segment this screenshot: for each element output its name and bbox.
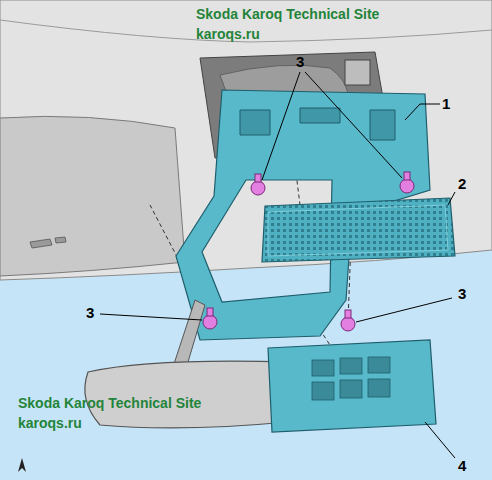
frame-mount xyxy=(240,108,395,140)
speaker-grille xyxy=(262,198,455,262)
rear-view-mirror xyxy=(85,361,297,428)
panel-buttons xyxy=(312,357,390,400)
callout-number: 3 xyxy=(296,54,304,71)
callout-number: 2 xyxy=(458,176,466,193)
callout-number: 3 xyxy=(86,305,94,322)
callout-number: 4 xyxy=(458,458,466,475)
light-panel xyxy=(268,340,436,432)
headliner-edge xyxy=(0,20,492,42)
north-arrow xyxy=(18,458,26,472)
grille-rim xyxy=(268,205,448,256)
callout-number: 3 xyxy=(458,286,466,303)
watermark: karoqs.ru xyxy=(18,416,82,431)
visor-clip xyxy=(30,237,66,248)
roof-bracket xyxy=(345,60,370,85)
watermark: Skoda Karoq Technical Site xyxy=(18,396,201,411)
callout-number: 1 xyxy=(442,96,450,113)
sun-visor xyxy=(0,116,185,276)
watermark: Skoda Karoq Technical Site xyxy=(196,7,379,22)
screw xyxy=(203,172,414,331)
watermark: karoqs.ru xyxy=(196,27,260,42)
